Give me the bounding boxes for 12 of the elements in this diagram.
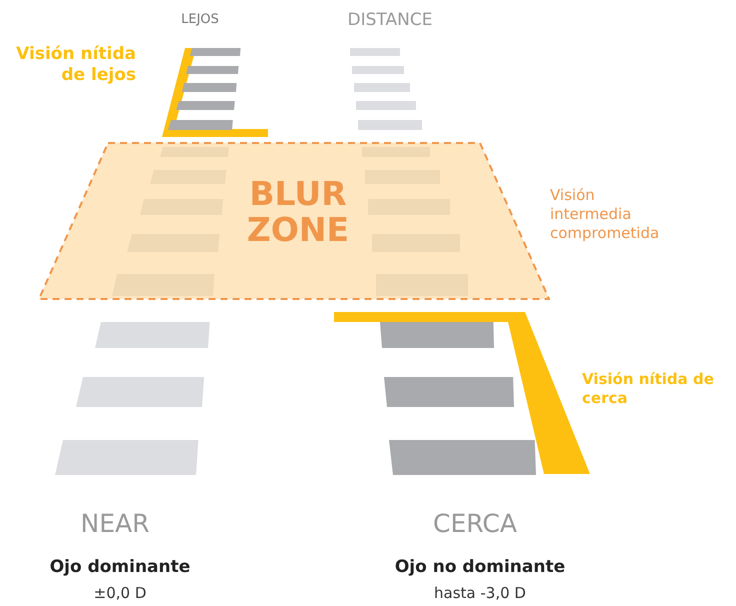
annotation-text: Visión nítida de lejos: [15, 44, 136, 86]
column-heading: NEAR: [80, 508, 150, 540]
power-value: hasta -3,0 D: [433, 584, 527, 603]
zone-label: BLUR ZONE: [246, 176, 350, 249]
annotation-text: Visión nítida de cerca: [582, 370, 715, 408]
eye-label: Ojo no dominante: [394, 557, 566, 578]
annotation-text: Visión intermedia comprometida: [550, 186, 660, 242]
eye-label: Ojo dominante: [48, 557, 192, 578]
column-heading: LEJOS: [180, 12, 220, 28]
power-value: ±0,0 D: [92, 584, 148, 603]
column-heading: CERCA: [432, 508, 518, 540]
column-heading: DISTANCE: [346, 10, 434, 32]
